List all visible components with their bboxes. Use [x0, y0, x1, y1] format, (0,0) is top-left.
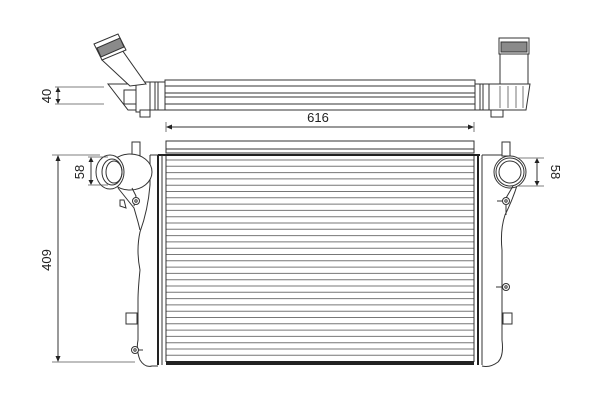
- dimension-40: 40: [39, 86, 104, 105]
- dim-label-58-left: 58: [72, 165, 87, 179]
- right-outlet-fitting: [474, 37, 531, 118]
- dim-label-616: 616: [307, 110, 329, 125]
- core-fins: [166, 159, 474, 356]
- front-view: [95, 140, 527, 367]
- left-inlet-fitting: [93, 33, 166, 118]
- top-view: 40: [39, 33, 531, 118]
- dimension-58-right: 58: [518, 157, 563, 187]
- right-tank: [481, 141, 527, 367]
- dim-label-40: 40: [39, 89, 54, 103]
- dim-label-409: 409: [39, 249, 54, 271]
- dimension-58-left: 58: [72, 156, 108, 186]
- left-tank: [95, 141, 158, 367]
- dimension-409: 409: [39, 154, 135, 363]
- dimension-616: 616: [165, 110, 475, 132]
- dim-label-58-right: 58: [548, 165, 563, 179]
